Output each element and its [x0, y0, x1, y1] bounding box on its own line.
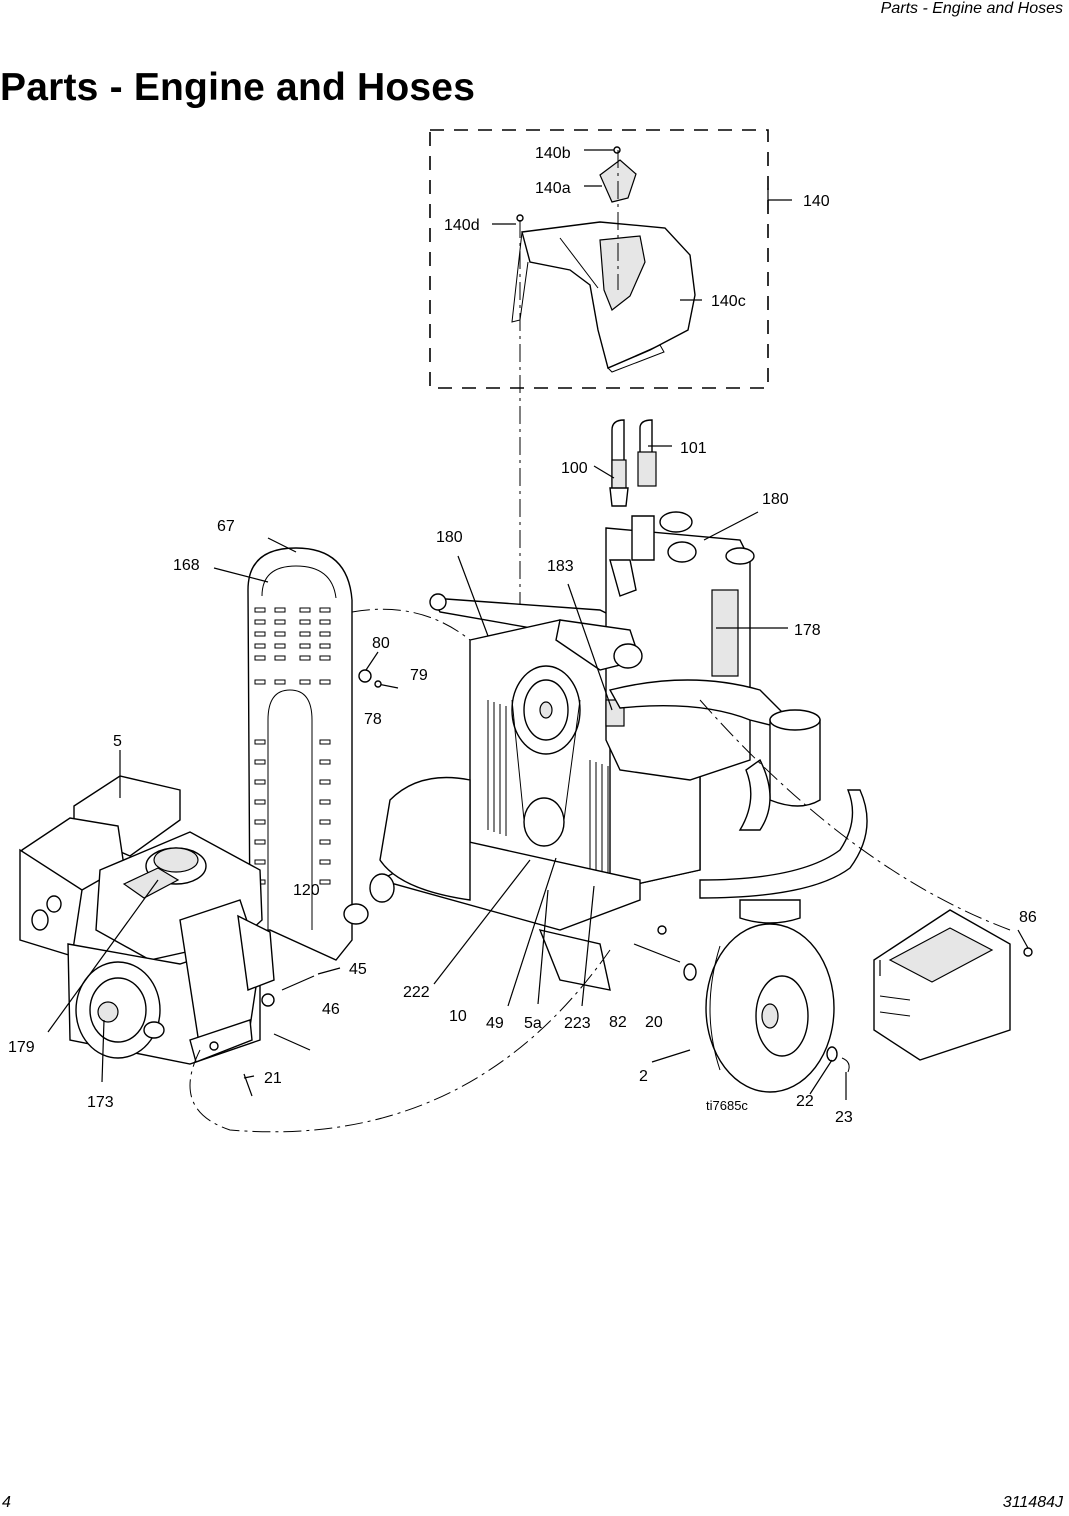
page-title: Parts - Engine and Hoses [0, 66, 476, 109]
nut-82 [657, 925, 667, 935]
callout-173: 173 [87, 1094, 114, 1111]
plug-120 [343, 903, 369, 925]
callout-21: 21 [264, 1070, 282, 1087]
washer-22 [826, 1046, 838, 1062]
engine-5 [19, 775, 275, 1065]
belt-guard-67 [247, 547, 353, 961]
callout-5a: 5a [524, 1015, 542, 1032]
callout-178: 178 [794, 622, 821, 639]
axle-82 [633, 943, 681, 963]
wheel-2 [705, 923, 835, 1093]
callout-20: 20 [645, 1014, 663, 1031]
callout-223: 223 [564, 1015, 591, 1032]
callout-82: 82 [609, 1014, 627, 1031]
callout-78: 78 [364, 711, 382, 728]
callout-140b: 140b [535, 145, 571, 162]
figure-id: ti7685c [706, 1098, 748, 1113]
hoses-100-101 [609, 419, 657, 507]
frame-assembly [369, 511, 868, 991]
screw-140b [613, 146, 621, 154]
callout-180-right: 180 [762, 491, 789, 508]
callout-46: 46 [322, 1001, 340, 1018]
nut-engine [209, 1041, 219, 1051]
callout-120: 120 [293, 882, 320, 899]
washer-20 [683, 963, 697, 981]
assembly-140-boundary [429, 129, 769, 389]
callout-23: 23 [835, 1109, 853, 1126]
nut-78 [374, 680, 382, 688]
callout-86: 86 [1019, 909, 1037, 926]
callout-183: 183 [547, 558, 574, 575]
callout-45: 45 [349, 961, 367, 978]
callout-222: 222 [403, 984, 430, 1001]
leader-lines [47, 149, 1029, 1100]
callout-140c: 140c [711, 293, 746, 310]
fitting [261, 993, 275, 1007]
callout-2: 2 [639, 1068, 648, 1085]
callout-101: 101 [680, 440, 707, 457]
callout-140: 140 [803, 193, 830, 210]
callout-79: 79 [410, 667, 428, 684]
callout-140d: 140d [444, 217, 480, 234]
footer-page-number: 4 [2, 1494, 11, 1511]
callout-5: 5 [113, 733, 122, 750]
clip-23 [841, 1057, 850, 1073]
callout-140a: 140a [535, 180, 571, 197]
callout-179: 179 [8, 1039, 35, 1056]
callout-168: 168 [173, 557, 200, 574]
callout-80: 80 [372, 635, 390, 652]
callout-22: 22 [796, 1093, 814, 1110]
shroud-140c [511, 221, 696, 373]
callout-180-left: 180 [436, 529, 463, 546]
callout-49: 49 [486, 1015, 504, 1032]
callout-67: 67 [217, 518, 235, 535]
washer-80 [358, 669, 372, 683]
bolt-46 [273, 1033, 311, 1051]
tray-86 [873, 909, 1033, 1061]
bolt-45 [281, 975, 315, 991]
callout-100: 100 [561, 460, 588, 477]
callout-10: 10 [449, 1008, 467, 1025]
running-header: Parts - Engine and Hoses [880, 0, 1063, 17]
footer-document-number: 311484J [1002, 1494, 1063, 1511]
